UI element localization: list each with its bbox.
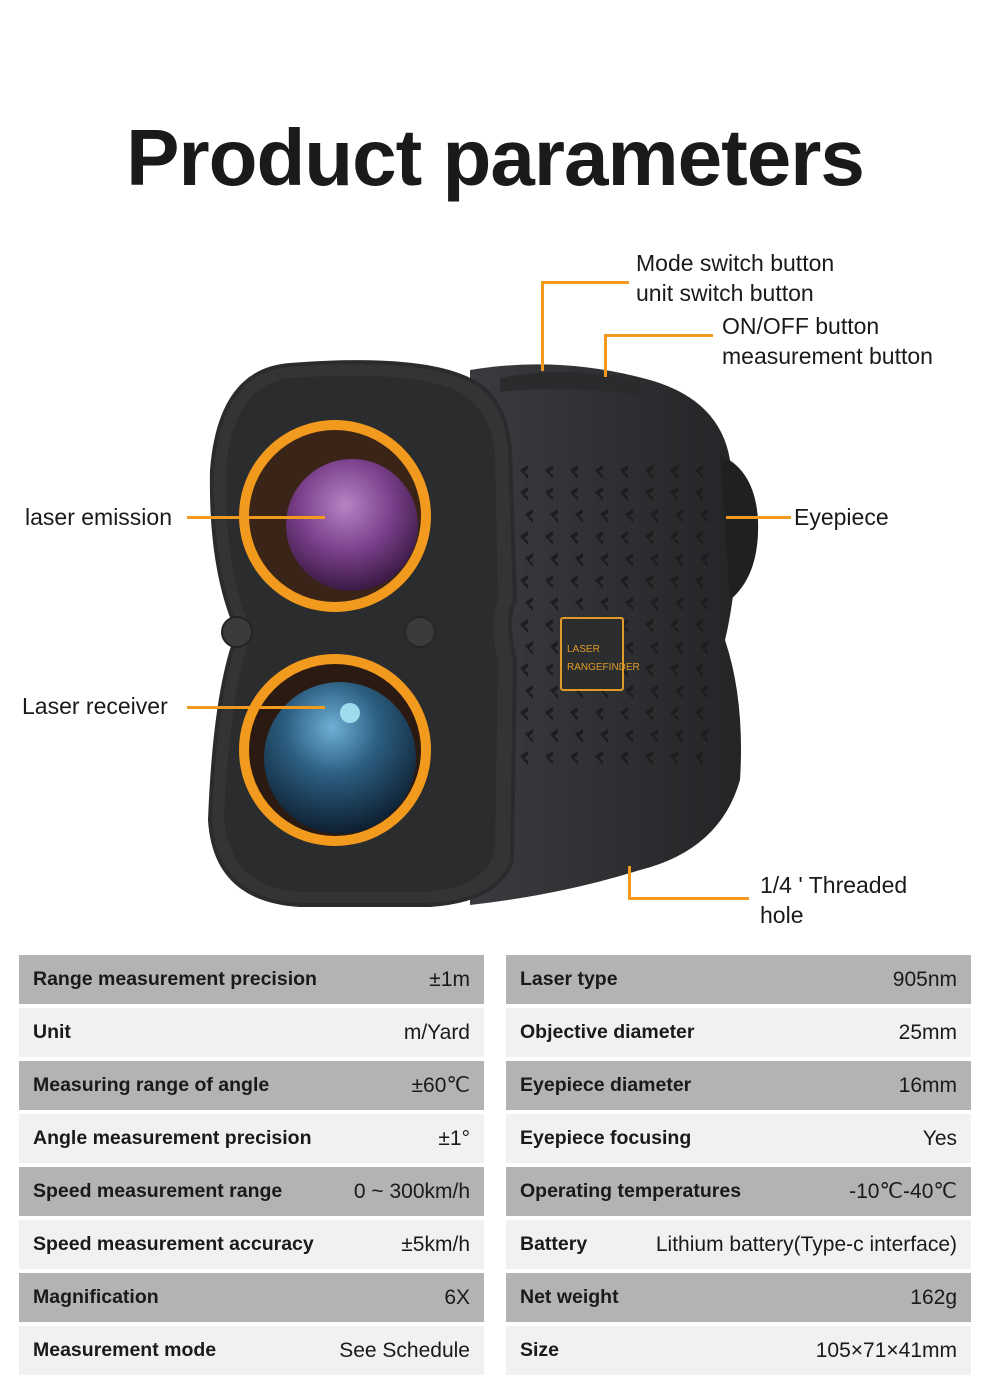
spec-value: See Schedule — [339, 1338, 470, 1362]
spec-label: Range measurement precision — [33, 968, 317, 990]
callout-line-threaded-horizontal — [628, 897, 749, 900]
spec-row: Range measurement precision ±1m — [19, 955, 484, 1004]
spec-value: Lithium battery(Type-c interface) — [655, 1232, 957, 1256]
spec-label: Operating temperatures — [520, 1180, 742, 1202]
callout-line-eyepiece — [726, 516, 791, 519]
spec-value: ±5km/h — [401, 1232, 470, 1256]
callout-on-off-line1: ON/OFF button — [722, 313, 880, 339]
page-title: Product parameters — [126, 113, 865, 202]
spec-value: 6X — [444, 1285, 470, 1309]
callout-line-mode-horizontal — [541, 281, 629, 284]
spec-label: Objective diameter — [520, 1021, 695, 1043]
spec-label: Unit — [33, 1021, 71, 1043]
device-body: LASER RANGEFINDER — [470, 364, 759, 905]
spec-value: ±60℃ — [411, 1074, 470, 1097]
callout-threaded-hole-line1: 1/4 ' Threaded — [760, 872, 908, 898]
spec-value: -10℃-40℃ — [849, 1180, 957, 1203]
spec-value: 162g — [910, 1285, 957, 1309]
spec-value: m/Yard — [403, 1020, 470, 1044]
callout-on-off: ON/OFF button measurement button — [722, 311, 933, 371]
spec-row: Unit m/Yard — [19, 1008, 484, 1057]
callout-line-threaded-vertical — [628, 866, 631, 899]
callout-threaded-hole: 1/4 ' Threaded hole — [760, 870, 907, 930]
spec-label: Size — [520, 1339, 560, 1361]
callout-line-emission — [187, 516, 325, 519]
spec-value: 16mm — [898, 1073, 957, 1097]
spec-value: 0 ~ 300km/h — [353, 1179, 470, 1203]
spec-label: Speed measurement accuracy — [33, 1233, 314, 1255]
spec-row: Eyepiece diameter 16mm — [506, 1061, 971, 1110]
callout-eyepiece: Eyepiece — [794, 504, 889, 530]
spec-row: Eyepiece focusing Yes — [506, 1114, 971, 1163]
callout-mode-switch-line1: Mode switch button — [636, 250, 835, 276]
spec-row: Operating temperatures -10℃-40℃ — [506, 1167, 971, 1216]
callout-on-off-line2: measurement button — [722, 343, 933, 369]
spec-value: ±1° — [438, 1126, 470, 1150]
spec-row: Net weight 162g — [506, 1273, 971, 1322]
callout-line-mode-vertical — [541, 281, 544, 371]
device-front — [207, 360, 518, 907]
spec-table-right: Laser type 905nm Objective diameter 25mm E… — [506, 955, 971, 1379]
callout-line-onoff-vertical — [604, 334, 607, 377]
rangefinder-illustration: LASER RANGEFINDER — [207, 360, 759, 907]
spec-row: Size 105×71×41mm — [506, 1326, 971, 1375]
spec-row: Laser type 905nm — [506, 955, 971, 1004]
callout-threaded-hole-line2: hole — [760, 902, 804, 928]
spec-value: Yes — [922, 1126, 957, 1150]
spec-label: Measuring range of angle — [33, 1074, 270, 1096]
spec-label: Net weight — [520, 1286, 619, 1308]
spec-row: Speed measurement accuracy ±5km/h — [19, 1220, 484, 1269]
spec-row: Speed measurement range 0 ~ 300km/h — [19, 1167, 484, 1216]
spec-row: Battery Lithium battery(Type-c interface) — [506, 1220, 971, 1269]
spec-row: Objective diameter 25mm — [506, 1008, 971, 1057]
spec-label: Speed measurement range — [33, 1180, 283, 1202]
spec-label: Laser type — [520, 968, 618, 990]
spec-value: 25mm — [898, 1020, 957, 1044]
badge-line2: RANGEFINDER — [567, 662, 640, 673]
badge-line1: LASER — [567, 644, 600, 655]
callout-mode-switch-line2: unit switch button — [636, 280, 814, 306]
callout-mode-switch: Mode switch button unit switch button — [636, 248, 834, 308]
callout-laser-receiver: Laser receiver — [22, 693, 168, 719]
spec-label: Battery — [520, 1233, 588, 1255]
grip-pattern — [520, 465, 708, 765]
spec-label: Measurement mode — [33, 1339, 217, 1361]
callout-laser-emission: laser emission — [25, 504, 172, 530]
spec-value: 105×71×41mm — [815, 1338, 957, 1362]
spec-table-left: Range measurement precision ±1m Unit m/Yar… — [19, 955, 484, 1379]
spec-row: Measurement mode See Schedule — [19, 1326, 484, 1375]
spec-row: Angle measurement precision ±1° — [19, 1114, 484, 1163]
spec-label: Eyepiece diameter — [520, 1074, 692, 1096]
spec-label: Angle measurement precision — [33, 1127, 312, 1149]
spec-label: Magnification — [33, 1286, 159, 1308]
callout-line-receiver — [187, 706, 325, 709]
spec-label: Eyepiece focusing — [520, 1127, 692, 1149]
spec-row: Measuring range of angle ±60℃ — [19, 1061, 484, 1110]
spec-row: Magnification 6X — [19, 1273, 484, 1322]
spec-value: 905nm — [892, 967, 957, 991]
spec-value: ±1m — [429, 967, 470, 991]
callout-line-onoff-horizontal — [604, 334, 713, 337]
